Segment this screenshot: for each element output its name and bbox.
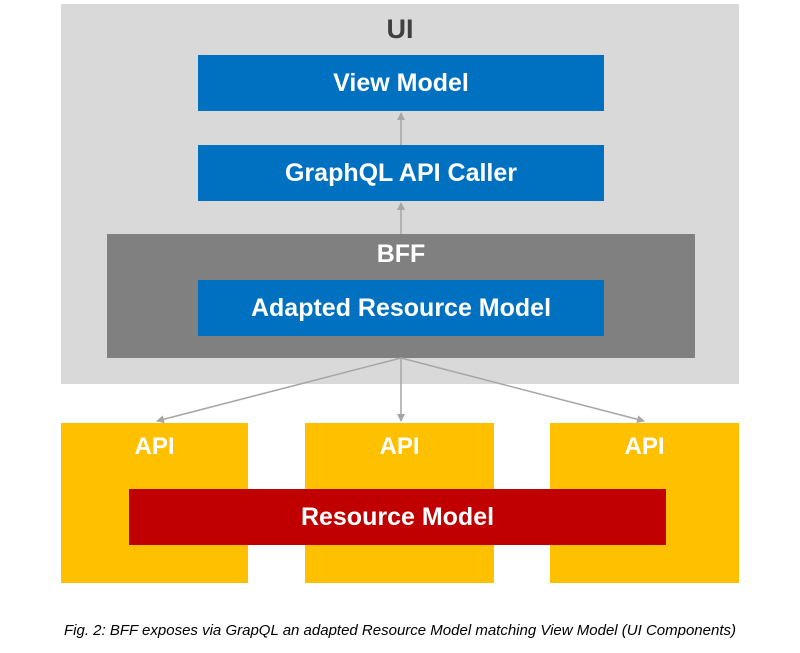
api-label-1: API [134,433,175,460]
figure-caption: Fig. 2: BFF exposes via GrapQL an adapte… [63,622,736,639]
resource-model-box: Resource Model [129,489,666,545]
bff-layer-title: BFF [376,240,426,268]
graphql-api-caller-label: GraphQL API Caller [284,158,517,187]
api-label-2: API [379,433,420,460]
adapted-resource-model-box: Adapted Resource Model [198,280,604,336]
adapted-resource-model-label: Adapted Resource Model [250,293,552,322]
ui-layer-title: UI [386,14,414,44]
graphql-api-caller-box: GraphQL API Caller [198,145,604,201]
view-model-box: View Model [198,55,604,111]
view-model-label: View Model [333,68,469,97]
api-label-3: API [624,433,665,460]
resource-model-label: Resource Model [300,502,495,531]
